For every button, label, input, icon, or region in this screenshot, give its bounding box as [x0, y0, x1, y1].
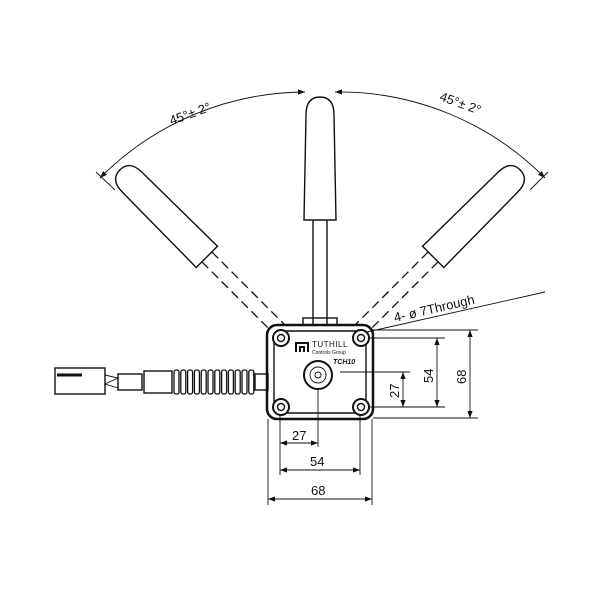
tuthill-logo-icon — [295, 342, 309, 352]
cable-bellows-rib — [200, 369, 207, 395]
hole-note-leader — [366, 291, 546, 333]
logo-brand: TUTHILL — [312, 340, 348, 349]
cable-bellows-rib — [173, 369, 180, 395]
cable-bellows-rib — [193, 369, 201, 395]
right-lever-position — [346, 164, 526, 344]
pivot-knob — [303, 360, 333, 390]
vertical-dimensions — [340, 329, 478, 419]
center-lever — [302, 96, 338, 328]
cable-bellows-rib — [248, 369, 255, 395]
model-label: TCH10 — [333, 359, 355, 366]
cable-bellows-rib — [214, 369, 221, 395]
left-lever-position — [114, 164, 294, 344]
logo-sub: Controls Group — [312, 350, 346, 356]
angle-label-right: 45°± 2° — [438, 89, 483, 118]
dim-h-54: 54 — [310, 454, 324, 469]
cable-bellows-rib — [227, 369, 235, 395]
angle-label-left: 45°± 2° — [167, 99, 212, 128]
dim-v-68: 68 — [454, 370, 469, 384]
cable-bellows-rib — [220, 369, 228, 395]
mounting-hole — [272, 329, 290, 347]
mounting-hole — [352, 329, 370, 347]
mounting-hole — [352, 398, 370, 416]
dim-v-27: 27 — [387, 384, 402, 398]
horizontal-dimensions — [267, 389, 373, 505]
dim-v-54: 54 — [421, 369, 436, 383]
hole-note: 4- ø 7Through — [392, 292, 476, 325]
cable-bellows-rib — [207, 369, 214, 395]
switch-housing: TUTHILL Controls Group TCH10 — [265, 323, 375, 421]
cable-bellows-rib — [180, 369, 187, 395]
cable-bellows-rib — [234, 369, 241, 395]
angle-arc — [95, 89, 549, 191]
cable-bellows-rib — [186, 369, 194, 395]
dim-h-68: 68 — [311, 483, 325, 498]
cable-assembly — [54, 367, 269, 395]
dim-h-27: 27 — [292, 428, 306, 443]
cable-bellows-rib — [241, 369, 248, 395]
mounting-hole — [272, 398, 290, 416]
